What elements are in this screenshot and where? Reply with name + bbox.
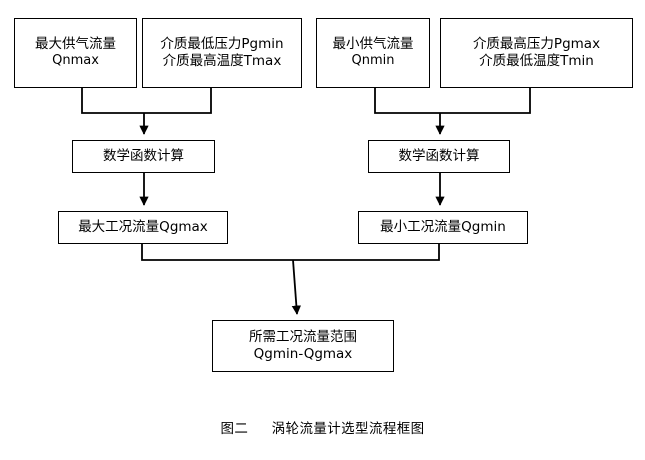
node-line-1: 最小供气流量 [332, 36, 414, 53]
node-line-1: 所需工况流量范围 [249, 328, 357, 345]
node-line-1: 最大工况流量Qgmax [78, 218, 208, 235]
node-min-working-flow-qgmin[interactable]: 最小工况流量Qgmin [358, 211, 528, 244]
node-line-2: 介质最高温度Tmax [162, 53, 282, 69]
edge-bottom-merge [141, 244, 440, 315]
node-math-function-calc-right[interactable]: 数学函数计算 [368, 140, 510, 173]
node-min-pressure-max-temp[interactable]: 介质最低压力Pgmin 介质最高温度Tmax [142, 18, 302, 88]
figure-caption-label: 图二 [220, 421, 249, 437]
node-line-2: Qgmin-Qgmax [253, 346, 353, 362]
node-line-2: Qnmax [52, 53, 99, 69]
node-line-1: 最小工况流量Qgmin [380, 218, 506, 235]
node-line-1: 最大供气流量 [35, 36, 116, 53]
node-line-2: Qnmin [351, 53, 395, 69]
figure-caption: 图二 涡轮流量计选型流程框图 [0, 417, 645, 437]
edge-left-merge [81, 88, 212, 135]
node-min-supply-flow[interactable]: 最小供气流量 Qnmin [316, 18, 430, 88]
node-line-2: 介质最低温度Tmin [479, 53, 594, 69]
node-line-1: 数学函数计算 [398, 147, 480, 164]
node-max-pressure-min-temp[interactable]: 介质最高压力Pgmax 介质最低温度Tmin [440, 18, 633, 88]
node-required-flow-range[interactable]: 所需工况流量范围 Qgmin-Qgmax [212, 320, 394, 372]
node-line-1: 介质最低压力Pgmin [160, 35, 284, 52]
node-math-function-calc-left[interactable]: 数学函数计算 [72, 140, 215, 173]
node-max-working-flow-qgmax[interactable]: 最大工况流量Qgmax [58, 211, 228, 244]
node-line-1: 介质最高压力Pgmax [472, 35, 601, 52]
figure-caption-title: 涡轮流量计选型流程框图 [271, 421, 425, 437]
node-line-1: 数学函数计算 [103, 147, 184, 164]
node-max-supply-flow[interactable]: 最大供气流量 Qnmax [14, 18, 137, 88]
edge-right-merge [374, 88, 531, 135]
